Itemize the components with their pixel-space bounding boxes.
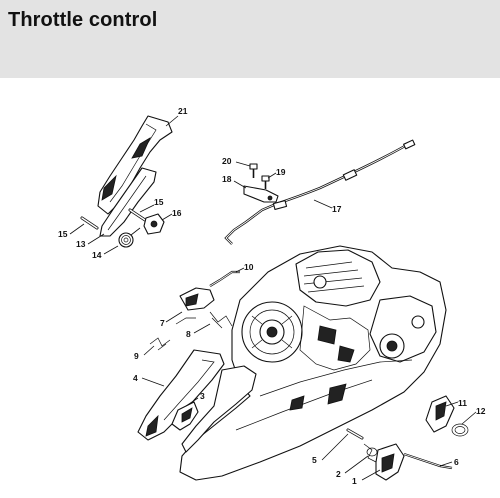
callout-4: 4	[133, 373, 138, 383]
callout-15-right: 15	[154, 197, 164, 207]
callout-20: 20	[222, 156, 232, 166]
callout-13: 13	[76, 239, 86, 249]
part-8-spring-clip	[209, 311, 233, 329]
callout-17: 17	[332, 204, 342, 214]
part-1-switch	[375, 443, 405, 481]
callout-6: 6	[454, 457, 459, 467]
callout-12: 12	[476, 406, 486, 416]
part-3-trigger	[171, 401, 199, 431]
callouts: 21 20 19 18 17 15 16 15 13 14 10 7 8 9 4…	[58, 106, 486, 486]
callout-1: 1	[352, 476, 357, 486]
exploded-parts-diagram: 21 20 19 18 17 15 16 15 13 14 10 7 8 9 4…	[58, 106, 486, 486]
part-5-pin	[346, 428, 364, 440]
callout-19: 19	[276, 167, 286, 177]
callout-7: 7	[160, 318, 165, 328]
part-2-spring	[363, 443, 378, 463]
part-21-handle-cover	[97, 115, 173, 215]
part-13-handle-housing	[99, 167, 157, 237]
part-7-lever	[175, 287, 215, 325]
callout-11: 11	[458, 398, 467, 408]
part-18-bracket	[243, 185, 279, 203]
part-19-screw	[261, 175, 270, 189]
page-title: Throttle control	[8, 9, 158, 31]
part-10-rod	[209, 270, 240, 287]
title-bar: Throttle control	[0, 0, 500, 78]
callout-18: 18	[222, 174, 232, 184]
callout-15-left: 15	[58, 229, 68, 239]
part-16-block	[143, 213, 165, 235]
callout-2: 2	[336, 469, 341, 479]
part-4-handle	[137, 349, 225, 441]
part-17-throttle-cable	[224, 139, 416, 245]
callout-8: 8	[186, 329, 191, 339]
part-15-pins	[80, 208, 147, 230]
part-11-lever	[425, 395, 455, 433]
callout-5: 5	[312, 455, 317, 465]
part-6-rod	[403, 452, 453, 470]
callout-16: 16	[172, 208, 182, 218]
callout-3: 3	[200, 391, 205, 401]
chainsaw-body	[179, 245, 447, 481]
part-12-spring	[451, 423, 469, 437]
callout-9: 9	[134, 351, 139, 361]
leader-lines	[69, 115, 477, 481]
part-20-screw	[249, 163, 258, 178]
callout-10: 10	[244, 262, 254, 272]
part-9-spring	[149, 337, 171, 351]
callout-14: 14	[92, 250, 102, 260]
callout-21: 21	[178, 106, 188, 116]
part-14-spring	[118, 227, 141, 248]
